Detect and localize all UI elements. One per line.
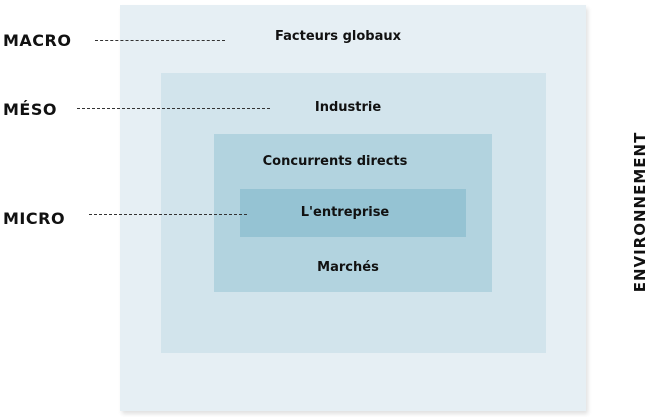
micro-level-label: MICRO bbox=[3, 209, 66, 228]
micro-leader-line bbox=[89, 214, 247, 215]
entreprise-box bbox=[240, 189, 466, 237]
meso-leader-line bbox=[77, 108, 270, 109]
meso-level-label: MÉSO bbox=[3, 100, 57, 119]
macro-leader-line bbox=[95, 40, 225, 41]
macro-level-label: MACRO bbox=[3, 31, 72, 50]
environnement-label: ENVIRONNEMENT bbox=[631, 131, 647, 293]
concurrents-directs-label: Concurrents directs bbox=[262, 154, 408, 169]
industrie-label: Industrie bbox=[314, 100, 382, 115]
entreprise-label: L'entreprise bbox=[300, 205, 390, 220]
facteurs-globaux-label: Facteurs globaux bbox=[275, 29, 401, 44]
marches-label: Marchés bbox=[317, 260, 379, 275]
